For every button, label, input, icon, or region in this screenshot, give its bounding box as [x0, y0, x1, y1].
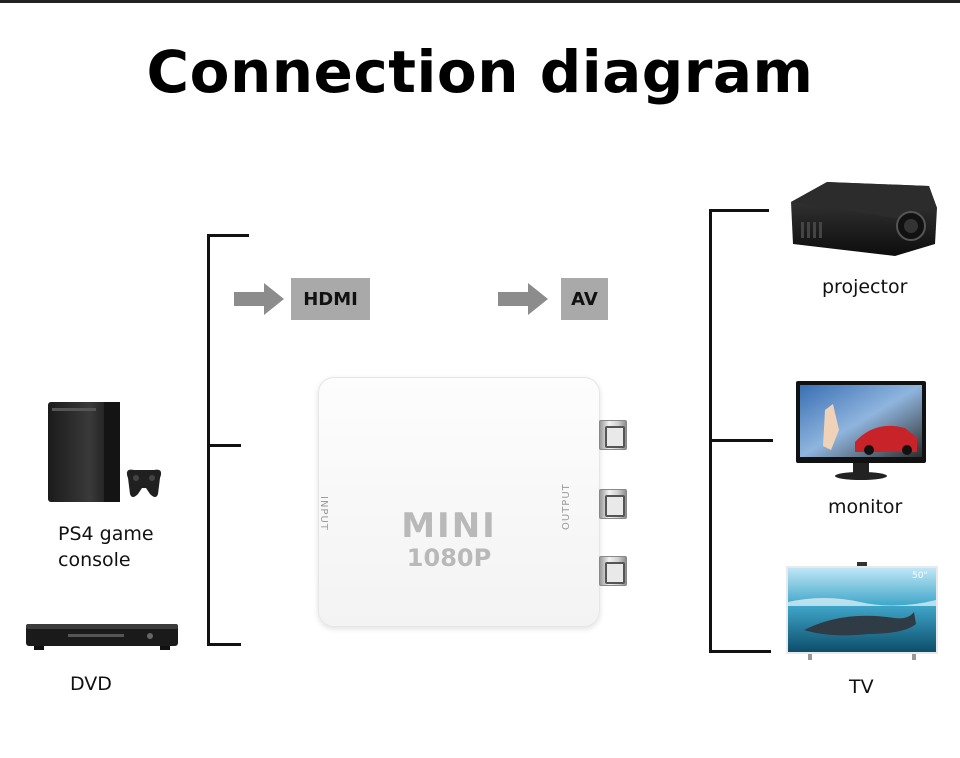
left-bracket-vertical: [207, 234, 210, 646]
diagram-title: Connection diagram: [146, 38, 814, 106]
ps4-label-line1: PS4 game: [58, 523, 154, 545]
monitor-icon: [796, 381, 926, 480]
hdmi-arrow-icon: [234, 283, 284, 315]
tv-label: TV: [849, 676, 874, 698]
right-bracket-vertical: [709, 209, 712, 652]
rca-jack-bottom: [599, 556, 627, 586]
game-console-icon: [48, 402, 162, 502]
converter-brand: MINI: [401, 506, 497, 546]
dvd-label: DVD: [70, 673, 112, 695]
ps4-label-line2: console: [58, 549, 131, 571]
right-bracket-middle: [709, 439, 773, 442]
hdmi-input-tag: HDMI: [291, 278, 370, 320]
right-bracket-top: [709, 209, 769, 212]
tv-size-badge: 50": [912, 571, 928, 581]
converter-model: 1080P: [406, 544, 492, 572]
right-bracket-bottom: [709, 650, 771, 653]
left-bracket-middle: [207, 444, 241, 447]
dvd-player-icon: [26, 624, 178, 650]
av-arrow-icon: [498, 283, 548, 315]
projector-label: projector: [822, 276, 908, 298]
left-bracket-top: [207, 234, 249, 237]
av-output-tag: AV: [561, 278, 608, 320]
projector-icon: [791, 182, 937, 256]
ps4-label: PS4 game console: [58, 521, 154, 573]
left-bracket-bottom: [207, 643, 241, 646]
monitor-label: monitor: [828, 496, 903, 518]
rca-jack-top: [599, 420, 627, 450]
rca-jack-middle: [599, 489, 627, 519]
tv-icon: 50": [786, 562, 938, 660]
top-rule: [0, 0, 960, 3]
mini-1080p-converter: INPUT OUTPUT MINI 1080P: [318, 377, 600, 627]
